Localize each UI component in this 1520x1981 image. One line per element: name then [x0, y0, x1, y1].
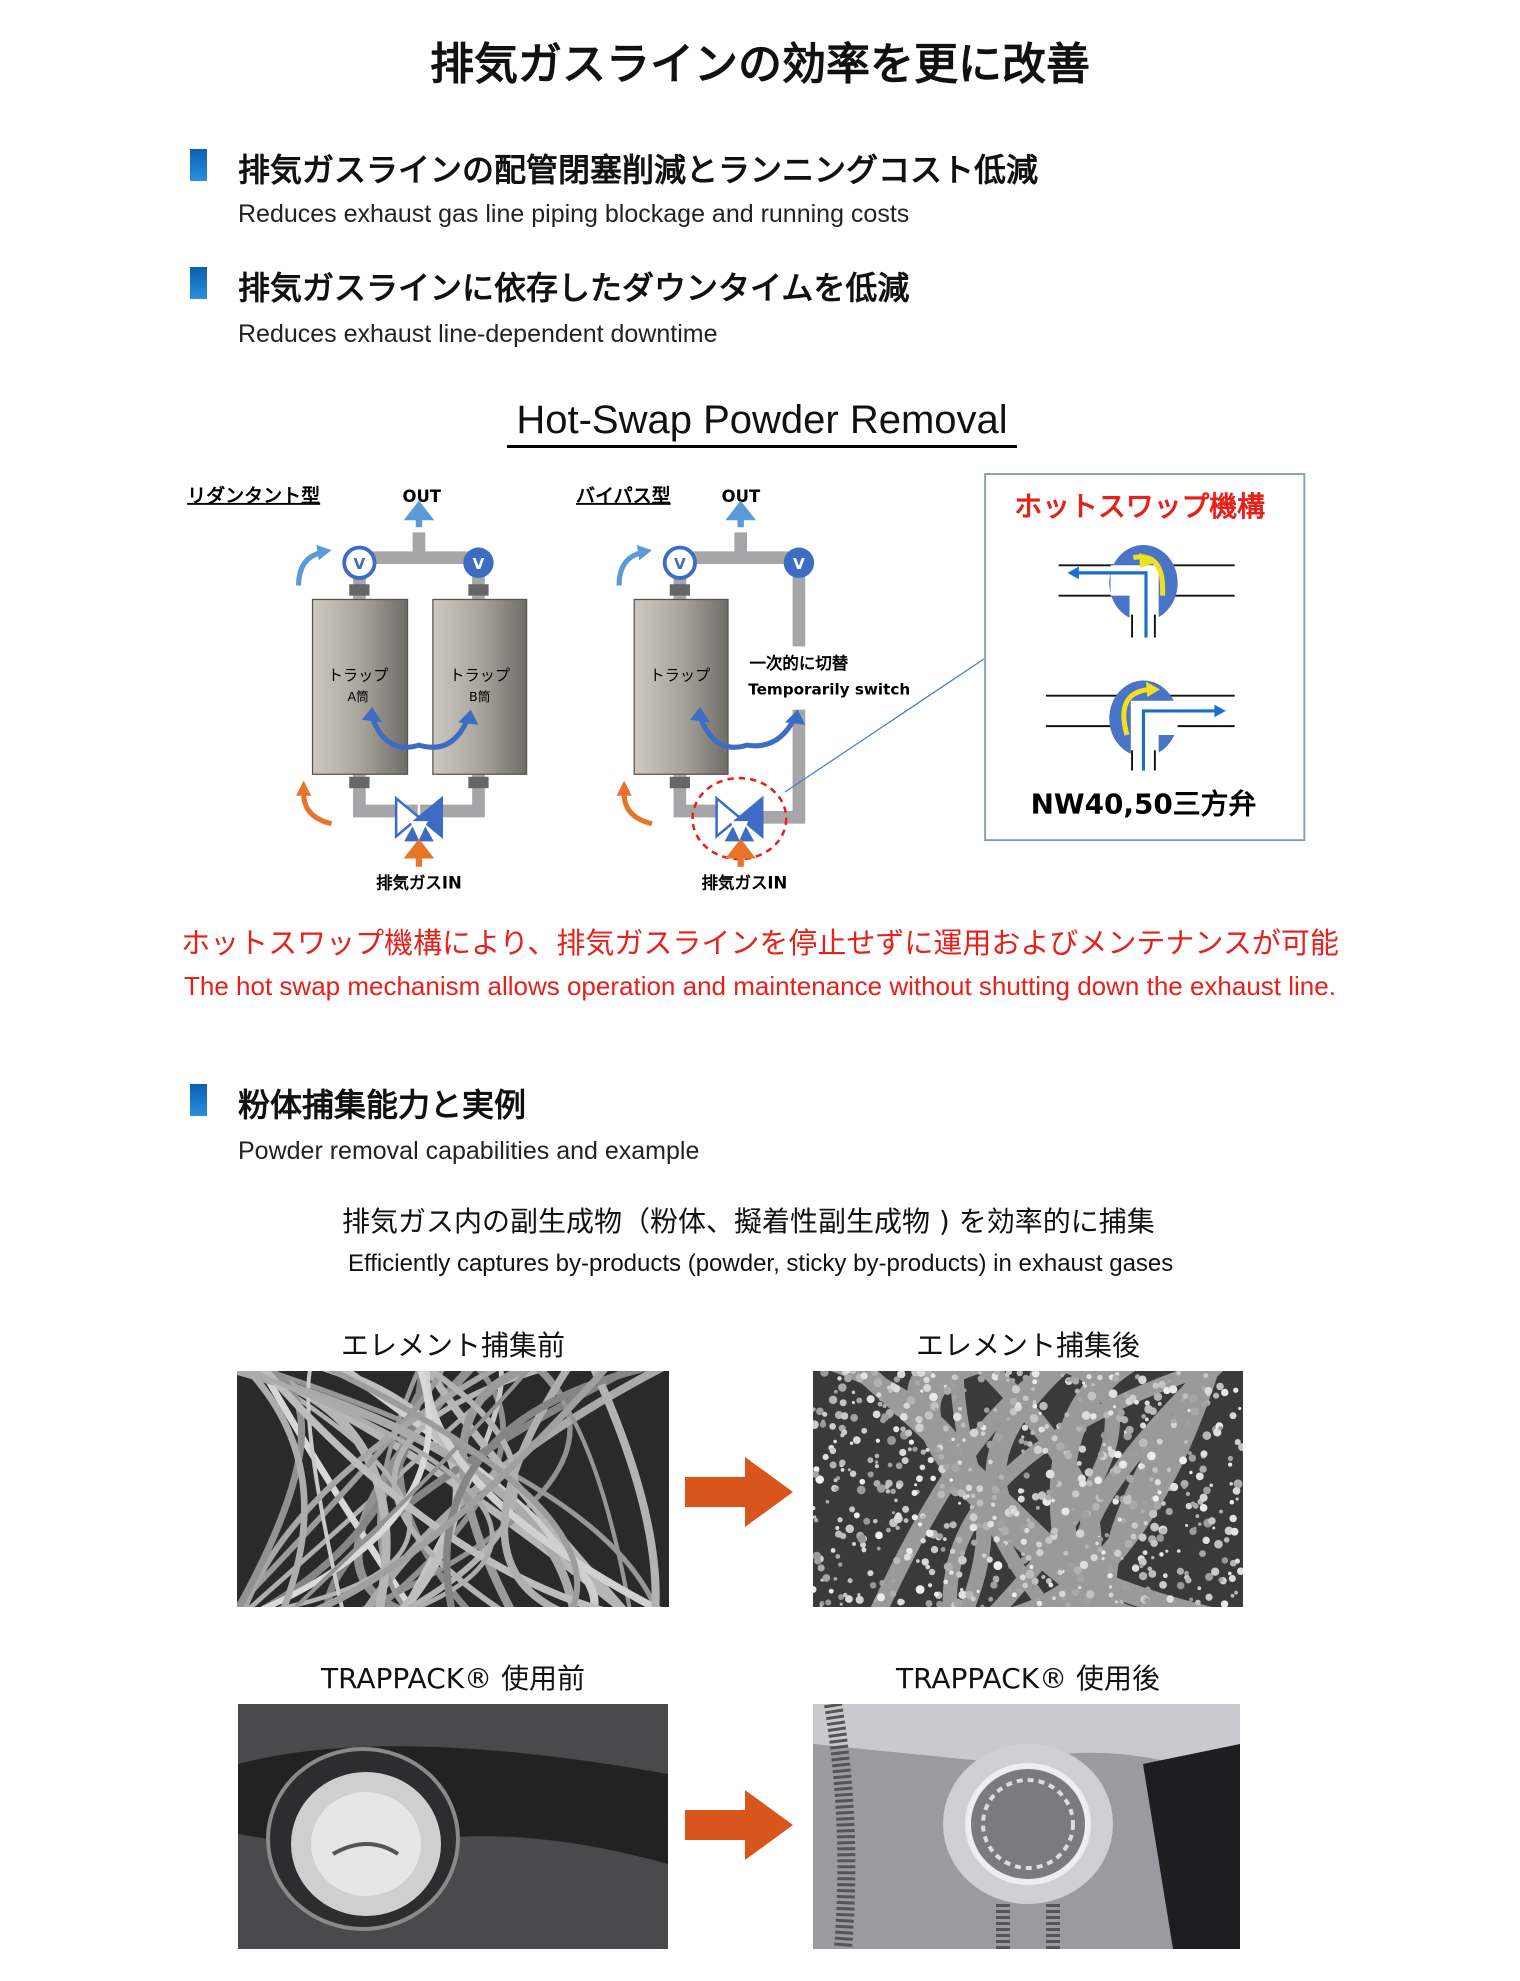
- out-arrow-icon: [403, 500, 435, 528]
- trappack-after-photo: [813, 1704, 1240, 1949]
- element-after-photo: [813, 1371, 1243, 1607]
- switch-label-jp: 一次的に切替: [750, 654, 849, 673]
- flange: [468, 776, 489, 789]
- inlet-label: 排気ガスIN: [376, 873, 462, 892]
- bullet-sub-2: Reduces exhaust line-dependent downtime: [238, 320, 718, 348]
- valve-closed-icon: [463, 547, 494, 578]
- valve-left-flow-icon: [1058, 545, 1235, 638]
- trap: [633, 598, 729, 775]
- right-arrow-icon: [685, 1790, 793, 1860]
- valve-name: NW40,50三方弁: [1031, 788, 1257, 821]
- mechanism-box: ホットスワップ機構 NW40,50三方弁: [984, 473, 1306, 842]
- hotswap-diagram: リダンタント型 OUT トラップ A筒 トラップ B筒 V V 排気ガスIN バ…: [187, 473, 1306, 892]
- redundant-system: リダンタント型 OUT トラップ A筒 トラップ B筒 V V 排気ガスIN: [187, 484, 528, 892]
- trap-b-sub: B筒: [469, 689, 490, 704]
- valve-label: V: [473, 555, 485, 573]
- pipe: [359, 532, 479, 564]
- bullet-sub-1: Reduces exhaust gas line piping blockage…: [238, 200, 910, 228]
- hotswap-note-jp: ホットスワップ機構により、排気ガスラインを停止せずに運用およびメンテナンスが可能: [181, 926, 1339, 960]
- flow-arrow-icon: [316, 545, 332, 561]
- inlet-arrow-icon: [725, 838, 757, 867]
- powder-heading: 粉体捕集能力と実例: [238, 1086, 527, 1124]
- out-arrow-icon: [725, 500, 757, 528]
- out-label: OUT: [402, 487, 441, 506]
- inlet-arrow-icon: [403, 838, 435, 867]
- bullet-marker: [190, 267, 207, 299]
- bullet-marker: [190, 149, 207, 181]
- valve-right-flow-icon: [1045, 680, 1235, 771]
- trap-label: トラップ: [649, 667, 710, 685]
- inlet-label: 排気ガスIN: [702, 873, 788, 892]
- flange: [349, 584, 370, 596]
- page-title: 排気ガスラインの効率を更に改善: [430, 39, 1090, 90]
- trappack-after-label: TRAPPACK® 使用後: [895, 1662, 1161, 1695]
- hotswap-title: Hot-Swap Powder Removal: [507, 398, 1017, 448]
- three-way-valve-icon: [715, 795, 742, 840]
- flange: [468, 584, 489, 596]
- trap-b: [432, 598, 528, 775]
- switch-label-en: Temporarily switch: [748, 680, 910, 698]
- valve-open-icon: [662, 545, 697, 580]
- flange: [349, 776, 370, 789]
- callout-line: [784, 658, 985, 793]
- valve-label: V: [793, 555, 805, 573]
- valve-label: V: [354, 555, 366, 573]
- flow-arrow-icon: [296, 780, 312, 796]
- bullet-heading-1: 排気ガスラインの配管閉塞削減とランニングコスト低減: [238, 151, 1039, 189]
- three-way-valve-icon: [394, 795, 421, 840]
- right-arrow-icon: [685, 1457, 793, 1527]
- trap-a-sub: A筒: [347, 689, 368, 704]
- powder-sub: Powder removal capabilities and example: [238, 1137, 700, 1165]
- bypass-system: バイパス型 OUT トラップ 一次的に切替 Temporarily switch…: [576, 484, 985, 892]
- bypass-label: バイパス型: [576, 484, 671, 507]
- trappack-before-photo: [238, 1704, 668, 1949]
- redundant-label: リダンタント型: [187, 484, 320, 507]
- bullet-heading-2: 排気ガスラインに依存したダウンタイムを低減: [238, 269, 910, 307]
- mechanism-title: ホットスワップ機構: [1014, 490, 1265, 523]
- switch-arrow: [369, 716, 471, 750]
- element-before-photo: [237, 1371, 669, 1607]
- element-before-label: エレメント捕集前: [340, 1329, 565, 1362]
- valve-open-icon: [342, 545, 377, 580]
- trap-b-label: トラップ: [449, 667, 510, 685]
- valve-label: V: [674, 555, 686, 573]
- arrowhead: [361, 707, 479, 725]
- bullet-marker: [190, 1084, 207, 1116]
- out-label: OUT: [722, 487, 761, 506]
- powder-lead-en: Efficiently captures by-products (powder…: [348, 1250, 1174, 1277]
- valve-closed-icon: [783, 547, 815, 578]
- trap-a: [311, 598, 409, 775]
- hotswap-note-en: The hot swap mechanism allows operation …: [184, 971, 1336, 1001]
- element-after-label: エレメント捕集後: [915, 1329, 1140, 1362]
- powder-lead-jp: 排気ガス内の副生成物（粉体、擬着性副生成物 ) を効率的に捕集: [342, 1205, 1155, 1238]
- pipe: [673, 532, 806, 824]
- trappack-before-label: TRAPPACK® 使用前: [320, 1662, 586, 1695]
- trap-a-label: トラップ: [328, 667, 389, 685]
